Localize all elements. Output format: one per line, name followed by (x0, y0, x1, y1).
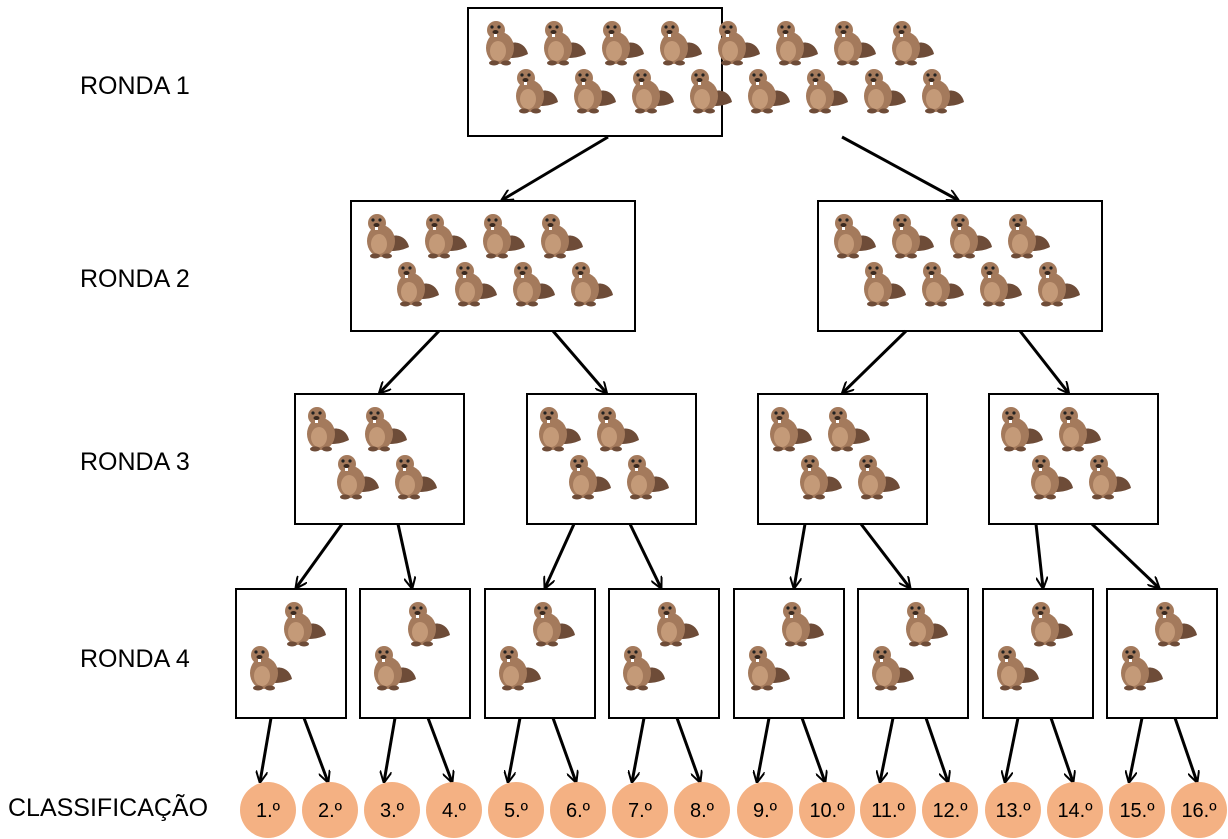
round-boxes (235, 7, 1218, 719)
rank-label: 6.º (566, 800, 591, 822)
rank-circle-shape (612, 782, 668, 838)
arrow-r4-box3-right (551, 717, 576, 782)
rank-circle-shape (302, 782, 358, 838)
arrow-r3-box3-right (859, 523, 910, 588)
arrow-r4-box6-right (924, 717, 948, 782)
arrow-r4-box7-right (1049, 717, 1073, 782)
round-label-3: RONDA 3 (80, 448, 190, 476)
rank-circle-8: 8.º (674, 782, 730, 838)
rank-circle-10: 10.º (799, 782, 855, 838)
rank-circle-shape (1047, 782, 1103, 838)
rank-circle-2: 2.º (302, 782, 358, 838)
beaver-icon (834, 21, 876, 66)
rank-circle-shape (799, 782, 855, 838)
beaver-icon (864, 69, 906, 114)
rank-label: 14.º (1057, 800, 1093, 822)
rank-label: 1.º (256, 800, 281, 822)
arrow-r3-box1-left (296, 523, 344, 588)
round-1-box-1 (467, 7, 723, 137)
rank-label: 11.º (871, 800, 905, 822)
rank-circle-shape (550, 782, 606, 838)
rank-label: 2.º (318, 800, 343, 822)
rank-circle-13: 13.º (985, 782, 1041, 838)
rank-circle-6: 6.º (550, 782, 606, 838)
arrow-r4-box3-left (508, 717, 522, 782)
arrow-r4-box8-left (1129, 717, 1144, 782)
arrow-r4-box8-right (1173, 717, 1197, 782)
arrow-r4-box4-left (632, 717, 646, 782)
arrow-r3-box4-right (1090, 522, 1159, 588)
rank-circle-7: 7.º (612, 782, 668, 838)
arrow-r4-box2-right (426, 717, 452, 782)
arrow-r3-box3-left (794, 523, 807, 588)
rank-label: 9.º (753, 800, 778, 822)
arrow-r4-box5-right (800, 717, 825, 782)
arrow-r2-box2-right (1018, 330, 1069, 393)
rank-circle-16: 16.º (1171, 782, 1227, 838)
arrow-r4-box6-left (880, 717, 895, 782)
rank-circle-shape (1109, 782, 1165, 838)
classification-label: CLASSIFICAÇÃO (8, 793, 208, 822)
rank-circles: 1.º 2.º 3.º 4.º 5.º 6.º 7.º 8.º 9.º 10.º 11.º 12.º 1… (240, 782, 1227, 838)
beaver-icon (806, 69, 848, 114)
rank-circle-shape (737, 782, 793, 838)
arrow-r3-box4-left (1034, 523, 1043, 588)
rank-circle-shape (240, 782, 296, 838)
beaver-icon (776, 21, 818, 66)
arrow-r4-box4-right (675, 717, 700, 782)
rank-circle-shape (860, 782, 916, 838)
arrow-r2-box1-left (380, 329, 441, 393)
beaver-icon (718, 21, 760, 66)
rank-label: 10.º (809, 800, 845, 822)
beaver-icon (892, 21, 934, 66)
rank-circle-15: 15.º (1109, 782, 1165, 838)
rank-circle-12: 12.º (922, 782, 978, 838)
rank-circle-9: 9.º (737, 782, 793, 838)
rank-circle-shape (364, 782, 420, 838)
arrow-r2-box2-left (843, 329, 908, 393)
rank-label: 8.º (690, 800, 715, 822)
rank-label: 4.º (442, 800, 467, 822)
arrow-r2-box1-right (551, 330, 607, 393)
arrow-r4-box1-right (302, 717, 328, 782)
beaver-icon (748, 69, 790, 114)
rank-circle-4: 4.º (426, 782, 482, 838)
rank-label: 5.º (504, 800, 529, 822)
arrow-r3-box2-right (628, 523, 661, 588)
rank-circle-shape (985, 782, 1041, 838)
arrow-r4-box2-left (384, 717, 397, 782)
rank-label: 13.º (995, 800, 1031, 822)
rank-circle-shape (674, 782, 730, 838)
rank-circle-11: 11.º (860, 782, 916, 838)
rank-circle-shape (426, 782, 482, 838)
round-label-1: RONDA 1 (80, 72, 190, 100)
rank-circle-3: 3.º (364, 782, 420, 838)
rank-label: 7.º (628, 800, 653, 822)
rank-label: 15.º (1119, 800, 1155, 822)
round-label-2: RONDA 2 (80, 265, 190, 293)
beaver-icon (922, 69, 964, 114)
arrow-r4-box7-left (1005, 717, 1020, 782)
round-label-4: RONDA 4 (80, 645, 190, 673)
round-4-box-3 (484, 588, 596, 719)
arrow-r4-box5-left (757, 717, 771, 782)
rank-circle-1: 1.º (240, 782, 296, 838)
rank-circle-shape (922, 782, 978, 838)
rank-label: 12.º (932, 800, 968, 822)
rank-circle-14: 14.º (1047, 782, 1103, 838)
bracket-arrows (260, 135, 1197, 782)
arrow-r1-to-r2-right (841, 135, 958, 200)
rank-label: 3.º (380, 800, 405, 822)
round-labels: RONDA 1 RONDA 2 RONDA 3 RONDA 4 CLASSIFI… (8, 72, 208, 822)
rank-circle-shape (1171, 782, 1227, 838)
arrow-r3-box1-right (396, 523, 412, 588)
rank-circle-shape (488, 782, 544, 838)
arrow-r1-to-r2-left (502, 135, 609, 200)
arrow-r4-box1-left (260, 717, 273, 782)
rank-label: 16.º (1181, 800, 1217, 822)
rank-circle-5: 5.º (488, 782, 544, 838)
arrow-r3-box2-left (545, 523, 576, 588)
